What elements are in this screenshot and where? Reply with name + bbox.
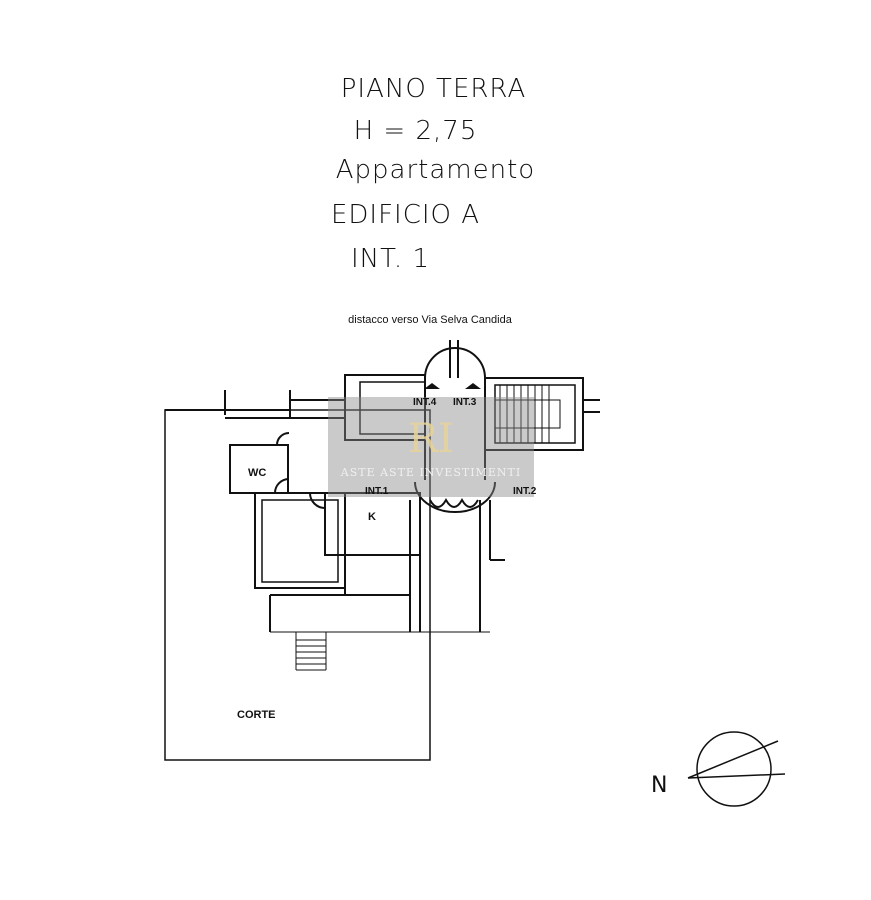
stair-treads — [494, 385, 561, 443]
floor-title: PIANO TERRA — [340, 74, 527, 104]
north-compass-icon — [687, 731, 786, 807]
int2-label: INT.2 — [513, 486, 537, 497]
int3-entry-arrow — [465, 383, 481, 389]
watermark: RI ASTE ASTE INVESTIMENTI — [328, 397, 534, 497]
unit-type-label: Appartamento — [335, 155, 536, 185]
courtyard-label: CORTE — [237, 709, 276, 721]
int4-entry-arrow — [424, 383, 440, 389]
height-label: H = 2,75 — [353, 116, 478, 146]
watermark-text: ASTE ASTE INVESTIMENTI — [340, 466, 521, 479]
street-note: distacco verso Via Selva Candida — [348, 314, 513, 326]
watermark-monogram: RI — [408, 416, 454, 462]
interior-number-label: INT. 1 — [351, 244, 430, 274]
building-label: EDIFICIO A — [330, 200, 481, 230]
wc-label: WC — [248, 467, 266, 479]
north-label: N — [651, 773, 667, 798]
kitchen-label: K — [368, 511, 376, 523]
outdoor-steps — [295, 632, 327, 671]
int4-label: INT.4 — [413, 397, 437, 408]
int3-label: INT.3 — [453, 397, 477, 408]
int1-label: INT.1 — [365, 486, 389, 497]
